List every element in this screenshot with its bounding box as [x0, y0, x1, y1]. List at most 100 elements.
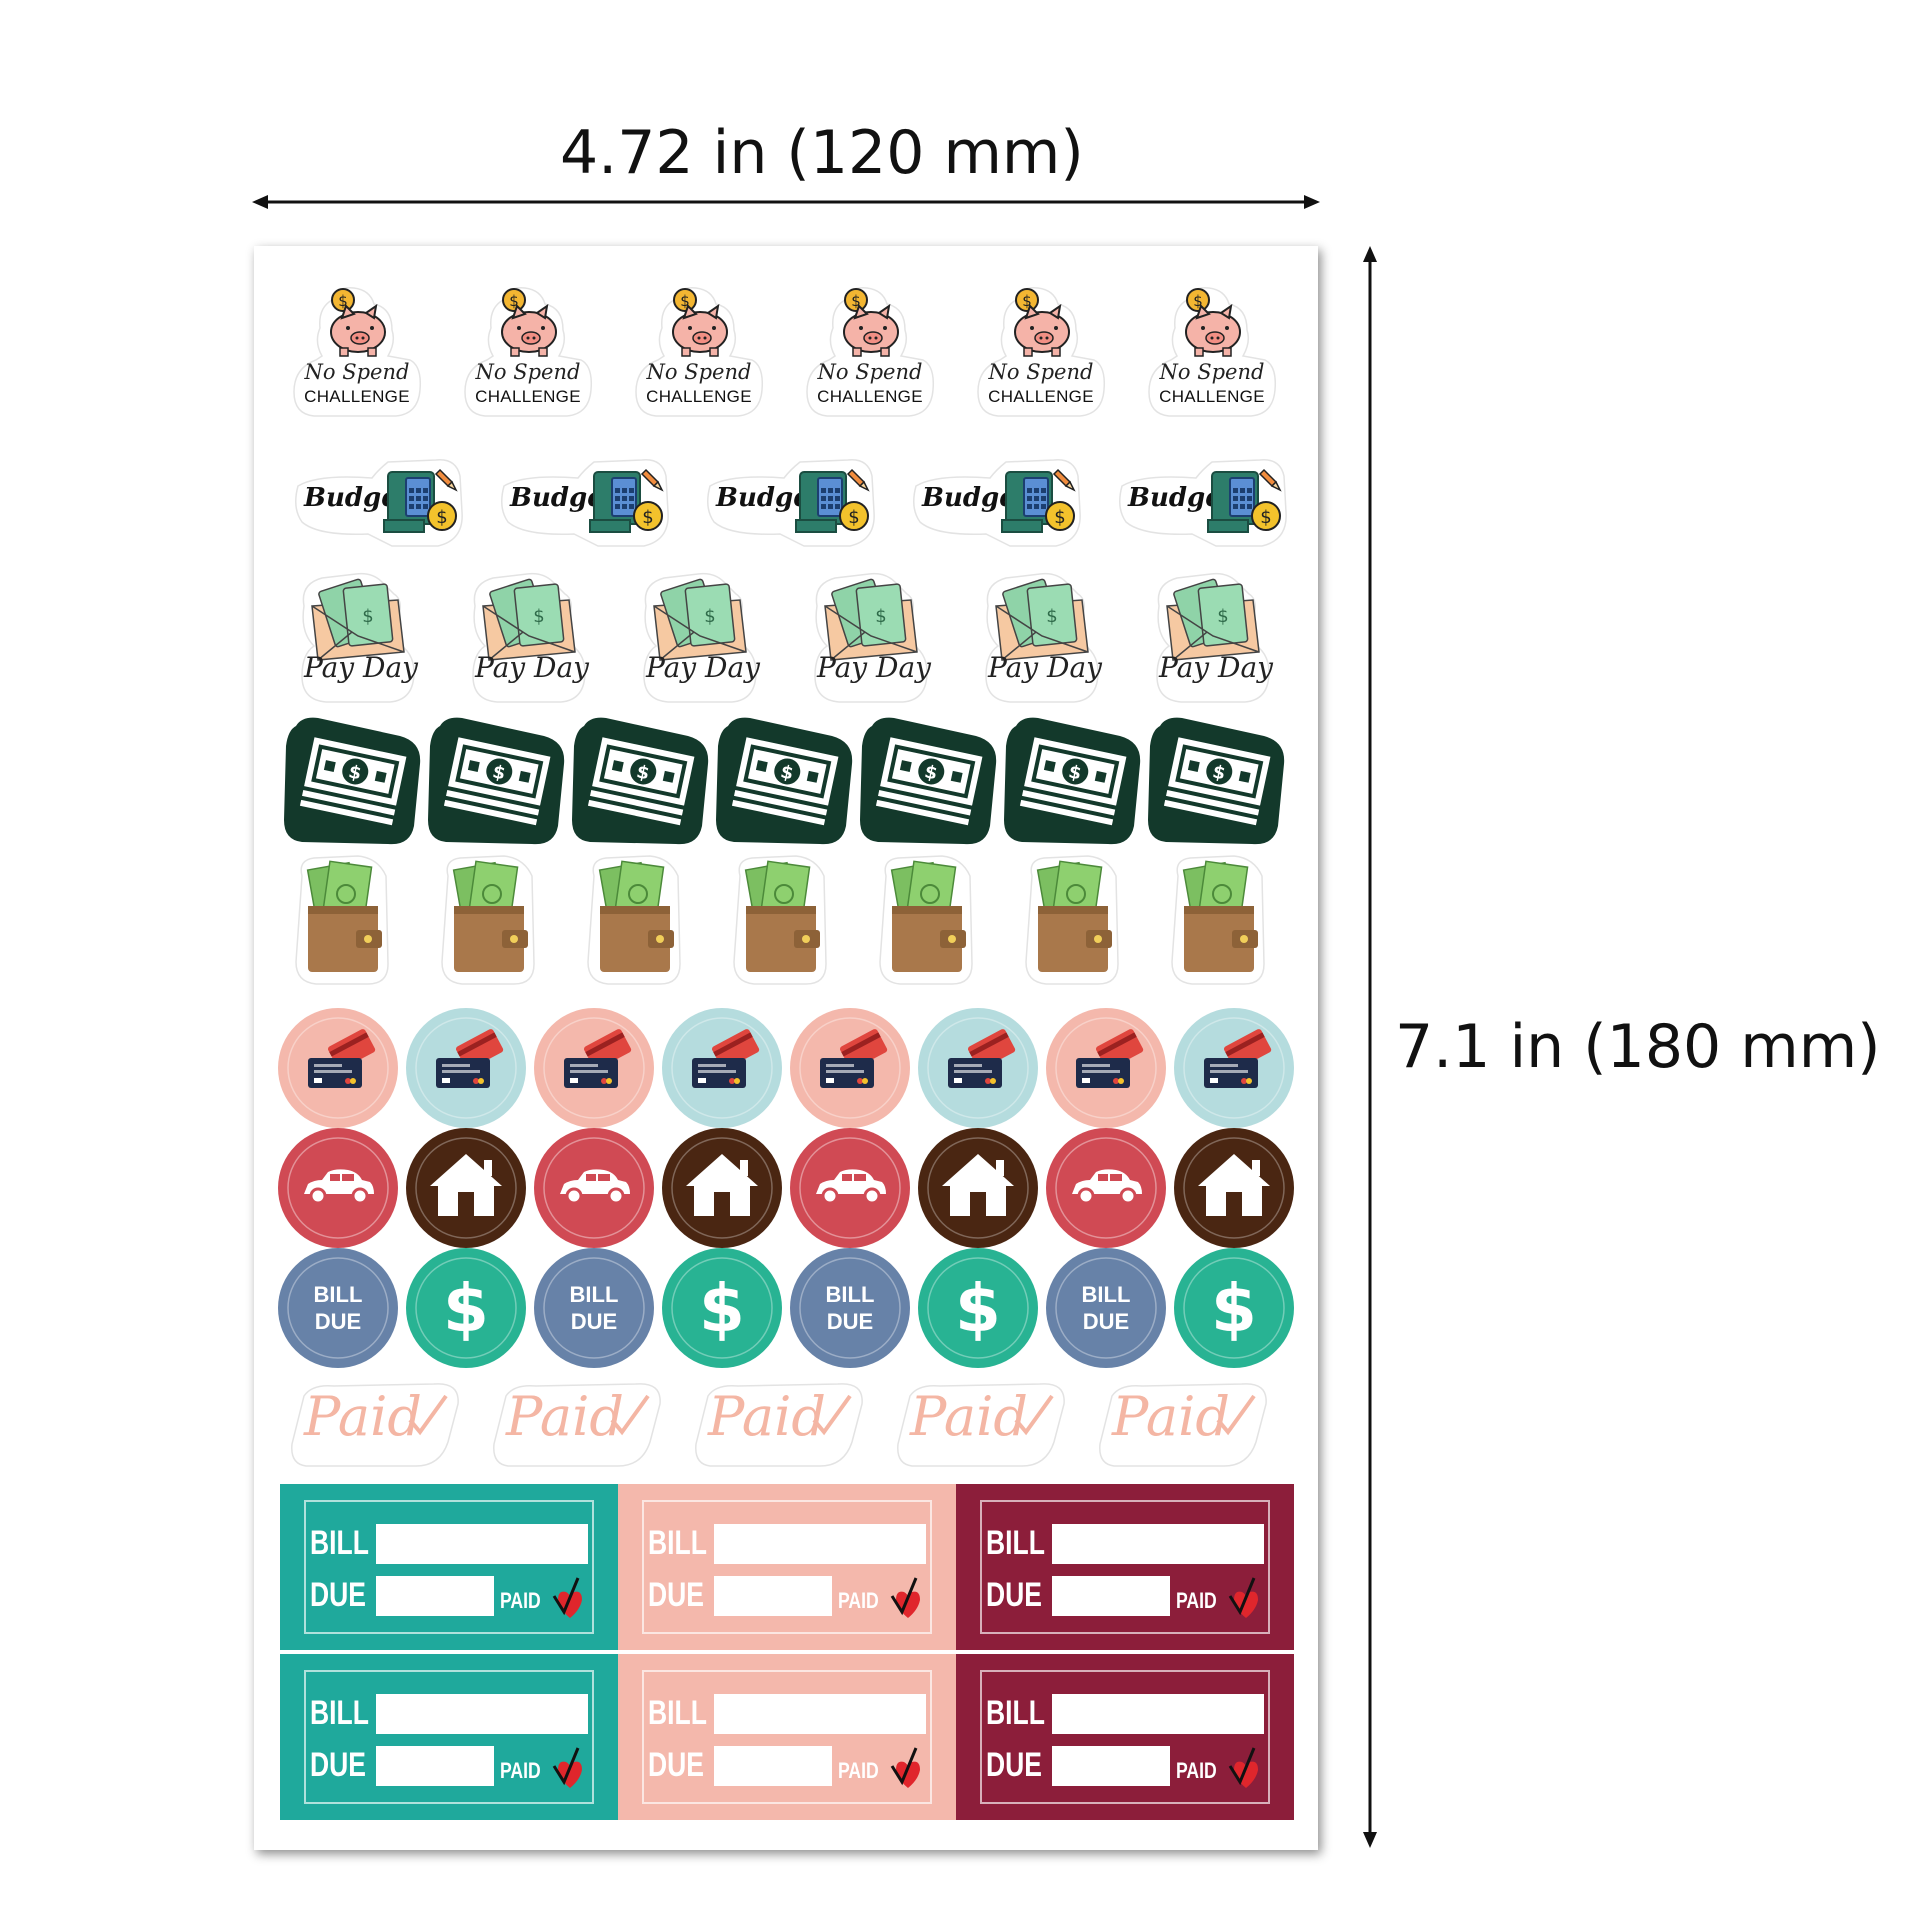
- cash-stack-sticker: $: [282, 716, 422, 846]
- no-spend-sticker: $ No Spend CHALLENGE: [634, 286, 764, 421]
- row-bill-dollar: BILL DUE $ BILL DUE $: [278, 1248, 1342, 1368]
- bill-blank-field: [376, 1524, 588, 1564]
- piggy-bank-icon: $: [501, 288, 557, 357]
- due-text: DUE: [570, 1309, 618, 1334]
- sticker-sheet: $ No Spend CHALLENGE $: [254, 246, 1318, 1850]
- payday-text: Pay Day: [817, 651, 931, 684]
- bill-blank-field: [714, 1694, 926, 1734]
- bill-text: BILL: [1081, 1282, 1131, 1307]
- car-icon: [790, 1128, 910, 1248]
- bill-label-sticker: BILL DUE PAID: [618, 1484, 956, 1650]
- bill-blank-field: [714, 1524, 926, 1564]
- due-text: DUE: [826, 1309, 874, 1334]
- svg-text:$: $: [1022, 292, 1032, 310]
- bill-due-circle-sticker: BILL DUE: [534, 1248, 654, 1368]
- payday-sticker: $ Pay Day: [809, 572, 935, 704]
- label-due-text: DUE: [986, 1576, 1043, 1614]
- credit-card-icon: [278, 1008, 398, 1128]
- piggy-bank-icon: $: [1014, 288, 1070, 357]
- house-circle-sticker: [1174, 1128, 1294, 1248]
- sticker-outline: [1099, 1383, 1267, 1467]
- due-blank-field: [376, 1576, 494, 1616]
- house-circle-sticker: [918, 1128, 1038, 1248]
- dollar-sign-icon: $: [955, 1269, 1001, 1347]
- cash-stack-sticker: $: [714, 716, 854, 846]
- credit-card-icon: [406, 1008, 526, 1128]
- payday-sticker: $ Pay Day: [467, 572, 593, 704]
- credit-card-circle-sticker: [1046, 1008, 1166, 1128]
- cash-stack-sticker: $: [858, 716, 998, 846]
- svg-text:$: $: [704, 606, 715, 627]
- wallet-icon: [733, 855, 827, 985]
- bill-due-circle-sticker: BILL DUE: [790, 1248, 910, 1368]
- dollar-circle-sticker: $: [662, 1248, 782, 1368]
- row-credit-cards: [278, 1008, 1342, 1128]
- label-due-text: DUE: [310, 1746, 367, 1784]
- circle-bg: [278, 1248, 398, 1368]
- credit-card-circle-sticker: [278, 1008, 398, 1128]
- credit-card-circle-sticker: [1174, 1008, 1294, 1128]
- calculator-coin-icon: $: [1001, 468, 1076, 533]
- credit-card-circle-sticker: [662, 1008, 782, 1128]
- envelope-cash-icon: $: [653, 578, 747, 661]
- cash-stack-icon: $: [1004, 717, 1141, 845]
- svg-text:$: $: [347, 761, 364, 784]
- circle-bg: [790, 1248, 910, 1368]
- svg-text:$: $: [851, 292, 861, 310]
- piggy-bank-icon: $: [1185, 288, 1241, 357]
- sticker-outline: [493, 1383, 661, 1467]
- car-circle-sticker: [790, 1128, 910, 1248]
- cash-stack-icon: $: [716, 717, 853, 845]
- label-bill-text: BILL: [310, 1524, 369, 1562]
- envelope-cash-icon: $: [1166, 578, 1260, 661]
- cash-stack-icon: $: [428, 717, 565, 845]
- bill-label-sticker: BILL DUE PAID: [280, 1484, 618, 1650]
- no-spend-script-text: No Spend: [1159, 360, 1265, 384]
- svg-text:$: $: [1217, 606, 1228, 627]
- due-blank-field: [376, 1746, 494, 1786]
- calculator-coin-icon: $: [383, 468, 458, 533]
- sticker-outline: [695, 1383, 863, 1467]
- paid-sticker: Paid: [288, 1382, 460, 1468]
- heart-check-icon: [890, 1577, 920, 1618]
- row-budget: Budget $ Budget $: [288, 456, 1352, 548]
- wallet-icon: [587, 855, 681, 985]
- cash-stack-icon: $: [860, 717, 997, 845]
- credit-card-circle-sticker: [534, 1008, 654, 1128]
- svg-text:$: $: [436, 507, 447, 528]
- label-frame: BILL DUE PAID: [304, 1500, 594, 1634]
- no-spend-script-text: No Spend: [817, 360, 923, 384]
- credit-card-circle-sticker: [918, 1008, 1038, 1128]
- label-frame: BILL DUE PAID: [980, 1500, 1270, 1634]
- label-due-text: DUE: [310, 1576, 367, 1614]
- bill-due-circle-sticker: BILL DUE: [1046, 1248, 1166, 1368]
- wallet-sticker: [878, 854, 978, 986]
- credit-card-icon: [534, 1008, 654, 1128]
- label-due-text: DUE: [648, 1746, 705, 1784]
- label-bill-text: BILL: [986, 1694, 1045, 1732]
- dollar-sign-icon: $: [443, 1269, 489, 1347]
- budget-sticker: Budget $: [700, 456, 876, 548]
- car-circle-sticker: [1046, 1128, 1166, 1248]
- car-circle-sticker: [278, 1128, 398, 1248]
- svg-text:$: $: [338, 292, 348, 310]
- bill-text: BILL: [569, 1282, 619, 1307]
- label-paid-text: PAID: [838, 1758, 879, 1783]
- wallet-sticker: [732, 854, 832, 986]
- heart-check-icon: [1228, 1747, 1258, 1788]
- no-spend-sticker: $ No Spend CHALLENGE: [976, 286, 1106, 421]
- heart-check-icon: [890, 1747, 920, 1788]
- paid-text: Paid: [1112, 1385, 1230, 1448]
- piggy-bank-icon: $: [843, 288, 899, 357]
- challenge-text: CHALLENGE: [475, 387, 581, 406]
- row-no-spend: $ No Spend CHALLENGE $: [292, 286, 1356, 421]
- label-bill-text: BILL: [648, 1694, 707, 1732]
- dollar-sign-icon: $: [1211, 1269, 1257, 1347]
- label-paid-text: PAID: [500, 1588, 541, 1613]
- svg-text:$: $: [680, 292, 690, 310]
- calculator-coin-icon: $: [589, 468, 664, 533]
- due-text: DUE: [314, 1309, 362, 1334]
- bill-due-circle-sticker: BILL DUE: [278, 1248, 398, 1368]
- envelope-cash-icon: $: [482, 578, 576, 661]
